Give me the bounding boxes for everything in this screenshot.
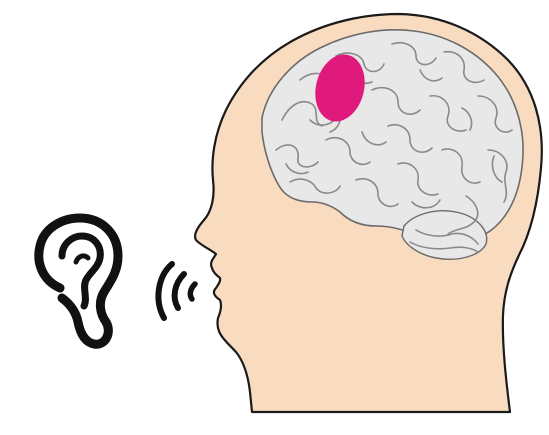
ear-icon — [39, 218, 118, 344]
sound-waves-icon — [158, 264, 195, 318]
